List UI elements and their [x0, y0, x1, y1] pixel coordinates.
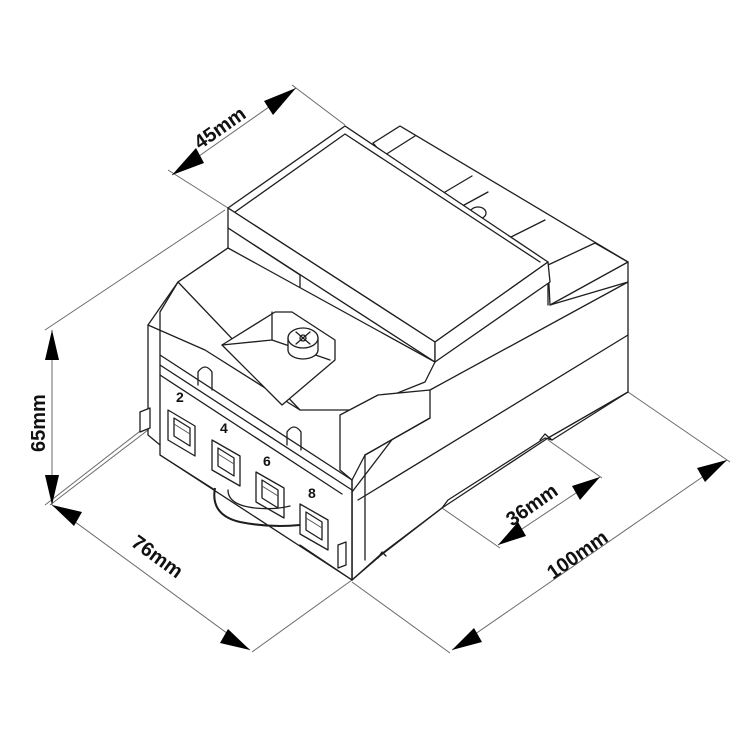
arrow-head-icon — [697, 460, 727, 482]
dimension-65mm: 65mm — [28, 330, 59, 505]
dimension-label-100mm: 100mm — [543, 527, 612, 585]
terminal-label-8: 8 — [308, 485, 316, 501]
arrow-head-icon — [220, 629, 250, 650]
arrow-head-icon — [264, 88, 296, 115]
top-cover-side — [434, 261, 551, 363]
right-clip — [337, 541, 347, 569]
arrow-head-icon — [498, 522, 526, 545]
dimension-label-76mm: 76mm — [127, 531, 187, 583]
terminal-opening-icon — [255, 471, 285, 519]
terminal-opening-icon — [211, 439, 241, 487]
terminal-opening-icon — [299, 503, 329, 551]
device-body: 2 4 6 8 — [139, 125, 629, 581]
dimension-label-45mm: 45mm — [190, 103, 250, 154]
arrow-head-icon — [45, 475, 59, 505]
terminal-hood-icon — [286, 426, 302, 451]
arrow-head-icon — [452, 628, 482, 650]
adjustment-knob-icon — [287, 327, 319, 360]
arrow-head-icon — [172, 148, 204, 175]
terminal-opening-icon — [167, 409, 196, 457]
dimension-45mm: 45mm — [171, 87, 297, 176]
terminal-hood-icon — [197, 366, 213, 391]
terminal-label-4: 4 — [220, 420, 228, 436]
arrow-head-icon — [45, 330, 59, 360]
left-clip — [139, 407, 151, 433]
din-rail-clip-icon — [213, 487, 301, 527]
arrow-head-icon — [52, 505, 82, 526]
arrow-head-icon — [572, 477, 600, 500]
extension-lines — [44, 84, 731, 654]
dimension-label-36mm: 36mm — [502, 480, 562, 531]
dimension-label-65mm: 65mm — [28, 394, 50, 452]
terminal-label-2: 2 — [176, 389, 184, 405]
dimension-76mm: 76mm — [51, 504, 251, 651]
dimension-36mm: 36mm — [497, 476, 601, 546]
terminal-openings — [167, 409, 329, 551]
terminal-label-6: 6 — [263, 453, 271, 469]
